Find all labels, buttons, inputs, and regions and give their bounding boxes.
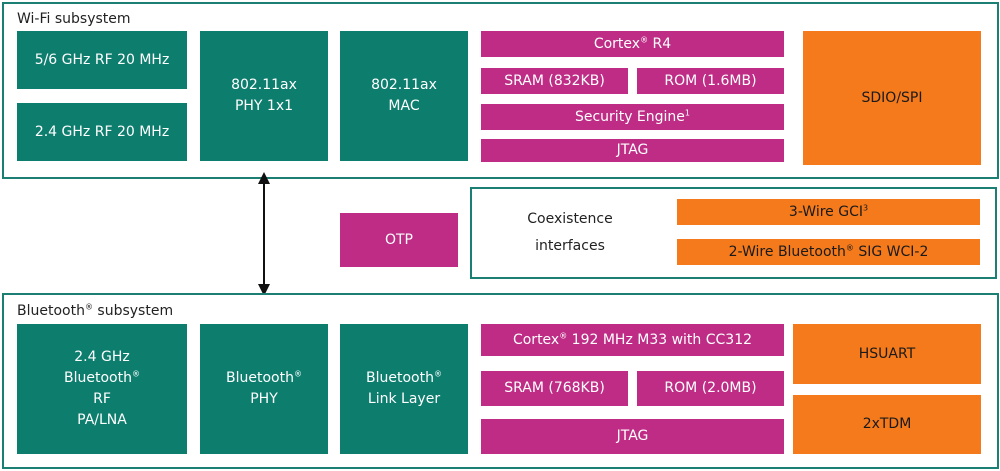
wifi-security-engine-block: Security Engine1 — [481, 104, 784, 130]
bt-rf-line4: PA/LNA — [77, 412, 127, 428]
bt-cortex-m33-block: Cortex® 192 MHz M33 with CC312 — [481, 324, 784, 356]
coexistence-label-line2: interfaces — [535, 238, 605, 254]
bt-jtag-label: JTAG — [616, 428, 649, 444]
wifi-mac-block: 802.11ax MAC — [340, 31, 468, 161]
wci2-rest: SIG WCI-2 — [853, 243, 929, 260]
wifi-mac-line1: 802.11ax — [371, 77, 437, 93]
wifi-rf-56ghz-label: 5/6 GHz RF 20 MHz — [34, 51, 170, 68]
bt-2xtdm-block: 2xTDM — [793, 395, 981, 454]
bt-title-mark: ® — [84, 302, 93, 312]
wifi-jtag-label: JTAG — [616, 142, 649, 158]
wifi-rf-24ghz-label: 2.4 GHz RF 20 MHz — [34, 123, 170, 140]
gci-text: 3-Wire GCI — [788, 203, 863, 220]
bt-rf-line2: Bluetooth® — [64, 368, 140, 389]
bt-2xtdm-label: 2xTDM — [862, 416, 912, 432]
bt-rf-block: 2.4 GHz Bluetooth® RF PA/LNA — [17, 324, 187, 454]
bt-link-line1-text: Bluetooth — [366, 370, 434, 386]
bt-rf-line1: 2.4 GHz — [74, 349, 130, 365]
wifi-subsystem-title: Wi-Fi subsystem — [17, 11, 131, 27]
coexistence-label-block: Coexistence interfaces — [490, 200, 650, 266]
gci-3wire-block: 3-Wire GCI3 — [677, 199, 980, 225]
wifi-rom-label: ROM (1.6MB) — [664, 72, 757, 89]
bt-sram-label: SRAM (768KB) — [504, 380, 605, 396]
coexistence-label-line1: Coexistence — [527, 211, 613, 227]
bt-phy-block: Bluetooth® PHY — [200, 324, 328, 454]
bt-link-line2: Link Layer — [367, 391, 441, 407]
bt-phy-line1-mark: ® — [293, 369, 302, 379]
wifi-mac-line2: MAC — [388, 98, 420, 114]
wifi-cortex-r4-block: Cortex® R4 — [481, 31, 784, 57]
wifi-jtag-block: JTAG — [481, 139, 784, 162]
bt-cortex-label: Cortex® 192 MHz M33 with CC312 — [513, 330, 752, 351]
bt-link-line1-mark: ® — [433, 369, 442, 379]
bt-hsuart-label: HSUART — [858, 345, 916, 362]
bidirectional-arrow-icon — [258, 172, 270, 296]
wifi-sdio-spi-block: SDIO/SPI — [803, 31, 981, 165]
wci2-label: 2-Wire Bluetooth® SIG WCI-2 — [729, 242, 929, 263]
bt-link-layer-block: Bluetooth® Link Layer — [340, 324, 468, 454]
bt-cortex-rest: 192 MHz M33 with CC312 — [567, 331, 753, 348]
bt-cortex-mark: ® — [559, 330, 568, 340]
bt-rf-line3: RF — [93, 391, 111, 407]
bt-rf-line2-mark: ® — [131, 369, 140, 379]
wifi-rf-24ghz-block: 2.4 GHz RF 20 MHz — [17, 103, 187, 161]
bt-rom-label: ROM (2.0MB) — [664, 380, 757, 396]
wifi-cortex-mark: ® — [640, 34, 649, 44]
wifi-phy-block: 802.11ax PHY 1x1 — [200, 31, 328, 161]
bt-phy-line1: Bluetooth® — [226, 368, 302, 389]
wifi-security-label: Security Engine1 — [575, 107, 690, 128]
wifi-cortex-text: Cortex — [593, 35, 641, 52]
wifi-phy-line2: PHY 1x1 — [234, 98, 294, 114]
wifi-sdio-label: SDIO/SPI — [861, 89, 923, 106]
bt-hsuart-block: HSUART — [793, 324, 981, 384]
wci2-mark: ® — [845, 242, 854, 252]
bt-title-text: Bluetooth — [17, 303, 85, 319]
bt-rf-line2-text: Bluetooth — [64, 370, 132, 386]
wci2-2wire-block: 2-Wire Bluetooth® SIG WCI-2 — [677, 239, 980, 265]
wifi-sram-label: SRAM (832KB) — [504, 72, 605, 89]
bt-phy-line2: PHY — [250, 391, 278, 407]
gci-mark: 3 — [863, 202, 869, 212]
wifi-rf-56ghz-block: 5/6 GHz RF 20 MHz — [17, 31, 187, 89]
bt-cortex-text: Cortex — [512, 331, 560, 348]
gci-label: 3-Wire GCI3 — [789, 202, 868, 223]
wifi-security-mark: 1 — [684, 107, 690, 117]
wifi-cortex-label: Cortex® R4 — [594, 34, 671, 55]
bt-link-line1: Bluetooth® — [366, 368, 442, 389]
bt-rom-block: ROM (2.0MB) — [637, 371, 784, 406]
bt-title-rest: subsystem — [92, 303, 174, 319]
otp-block: OTP — [340, 213, 458, 267]
wifi-phy-line1: 802.11ax — [231, 77, 297, 93]
wifi-cortex-rest: R4 — [648, 35, 672, 52]
bt-sram-block: SRAM (768KB) — [481, 371, 628, 406]
wifi-rom-block: ROM (1.6MB) — [637, 68, 784, 94]
wci2-text: 2-Wire Bluetooth — [728, 243, 846, 260]
otp-label: OTP — [384, 231, 413, 248]
bt-jtag-block: JTAG — [481, 419, 784, 454]
wifi-security-text: Security Engine — [574, 108, 685, 125]
bt-phy-line1-text: Bluetooth — [226, 370, 294, 386]
bluetooth-subsystem-title: Bluetooth® subsystem — [17, 303, 173, 319]
wifi-sram-block: SRAM (832KB) — [481, 68, 628, 94]
